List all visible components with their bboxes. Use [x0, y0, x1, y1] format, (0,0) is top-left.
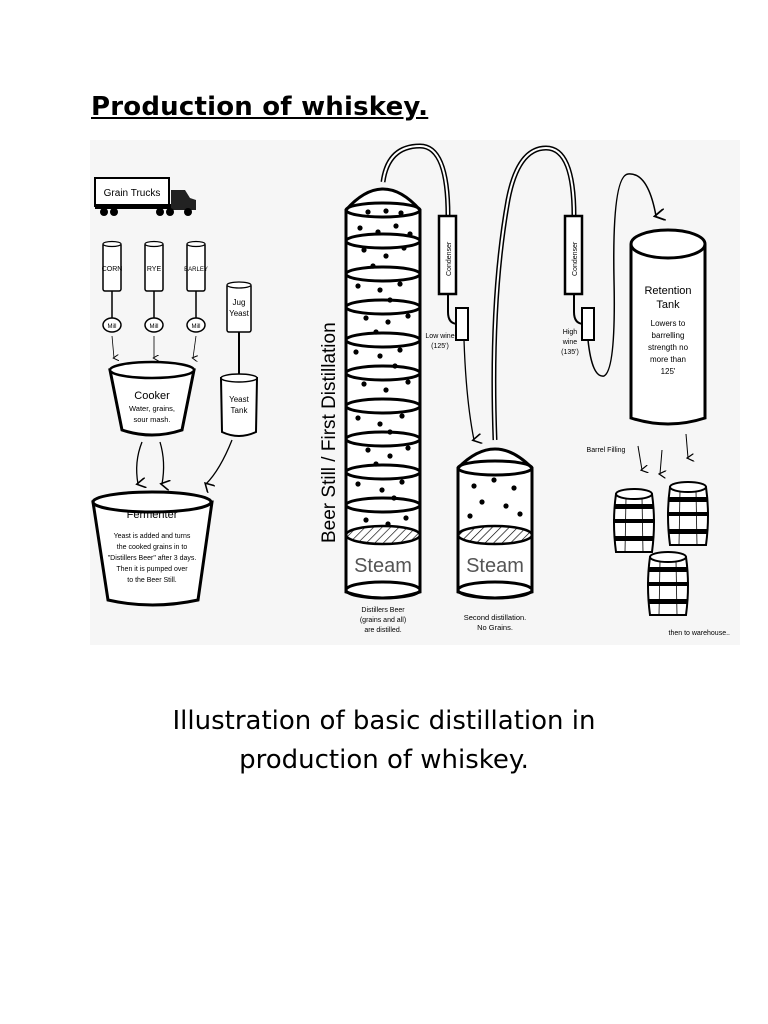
- svg-text:BARLEY: BARLEY: [184, 267, 208, 273]
- grain-silo-barley: BARLEY Mill: [184, 240, 208, 359]
- svg-text:Tank: Tank: [656, 299, 680, 311]
- svg-text:Lowers to: Lowers to: [651, 319, 686, 328]
- svg-text:the cooked grains in to: the cooked grains in to: [117, 544, 188, 551]
- svg-text:High: High: [563, 329, 578, 336]
- svg-text:Low wine: Low wine: [425, 333, 454, 340]
- condenser-second: Condenser: [563, 214, 595, 341]
- warehouse-note: then to warehouse..: [669, 630, 731, 637]
- svg-text:more than: more than: [650, 355, 686, 364]
- svg-text:125': 125': [661, 367, 676, 376]
- svg-text:Jug: Jug: [233, 298, 246, 307]
- svg-text:(135'): (135'): [561, 349, 579, 356]
- svg-text:Distillers Beer: Distillers Beer: [361, 607, 405, 614]
- svg-text:Water, grains,: Water, grains,: [129, 404, 175, 413]
- page-title: Production of whiskey.: [91, 92, 429, 122]
- cooker: Cooker Water, grains, sour mash.: [108, 360, 196, 437]
- caption-line-2: production of whiskey.: [239, 745, 529, 775]
- beer-still-column: Steam: [344, 187, 422, 600]
- svg-text:RYE: RYE: [147, 266, 162, 273]
- svg-text:strength no: strength no: [648, 343, 689, 352]
- svg-text:Yeast is added and turns: Yeast is added and turns: [114, 533, 191, 540]
- svg-text:Tank: Tank: [231, 406, 249, 415]
- svg-text:Yeast: Yeast: [229, 309, 250, 318]
- second-still: Steam: [456, 447, 534, 600]
- cooker-title: Cooker: [134, 390, 170, 402]
- svg-text:No Grains.: No Grains.: [477, 623, 513, 632]
- svg-text:Condenser: Condenser: [572, 241, 579, 276]
- fermenter: Fermenter Yeast is added and turns the c…: [91, 490, 214, 607]
- barrel-3: [647, 551, 689, 616]
- svg-text:Yeast: Yeast: [229, 395, 250, 404]
- svg-text:Then it is pumped over: Then it is pumped over: [116, 566, 188, 573]
- svg-text:(125'): (125'): [431, 343, 449, 350]
- svg-text:to the Beer Still.: to the Beer Still.: [127, 577, 176, 584]
- svg-text:sour mash.: sour mash.: [133, 415, 170, 424]
- svg-text:are distilled.: are distilled.: [364, 627, 401, 634]
- svg-text:(grains and all): (grains and all): [360, 617, 406, 624]
- svg-text:CORN: CORN: [102, 266, 123, 273]
- grain-silo-corn: CORN Mill: [102, 240, 123, 359]
- svg-text:barrelling: barrelling: [652, 331, 685, 340]
- svg-text:Mill: Mill: [108, 324, 117, 330]
- grain-silo-rye: RYE Mill: [144, 240, 164, 359]
- svg-text:Second distillation.: Second distillation.: [464, 613, 527, 622]
- barrel-1: [613, 488, 655, 553]
- svg-text:"Distillers Beer" after 3 days: "Distillers Beer" after 3 days.: [108, 555, 197, 562]
- jug-yeast: Jug Yeast: [226, 281, 252, 376]
- svg-text:wine: wine: [562, 339, 578, 346]
- caption-line-1: Illustration of basic distillation in: [172, 706, 596, 736]
- svg-text:Retention: Retention: [644, 285, 691, 297]
- figure-caption: Illustration of basic distillation in pr…: [0, 702, 768, 780]
- grain-truck: Grain Trucks: [94, 177, 196, 216]
- svg-text:Condenser: Condenser: [446, 241, 453, 276]
- svg-text:Mill: Mill: [150, 324, 159, 330]
- svg-text:Mill: Mill: [192, 324, 201, 330]
- condenser-first: Condenser: [437, 214, 469, 341]
- grain-trucks-label: Grain Trucks: [104, 188, 161, 199]
- steam-label-first: Steam: [354, 555, 412, 577]
- yeast-tank: Yeast Tank: [219, 373, 259, 437]
- beer-still-label: Beer Still / First Distillation: [319, 322, 340, 543]
- steam-label-second: Steam: [466, 555, 524, 577]
- barrel-filling-label: Barrel Filling: [587, 447, 626, 454]
- fermenter-title: Fermenter: [127, 509, 178, 521]
- barrel-2: [667, 481, 709, 546]
- whiskey-distillation-diagram: Grain Trucks CORN Mill RYE Mill BARLEY M…: [90, 140, 740, 645]
- retention-tank: Retention Tank Lowers to barrelling stre…: [629, 228, 707, 426]
